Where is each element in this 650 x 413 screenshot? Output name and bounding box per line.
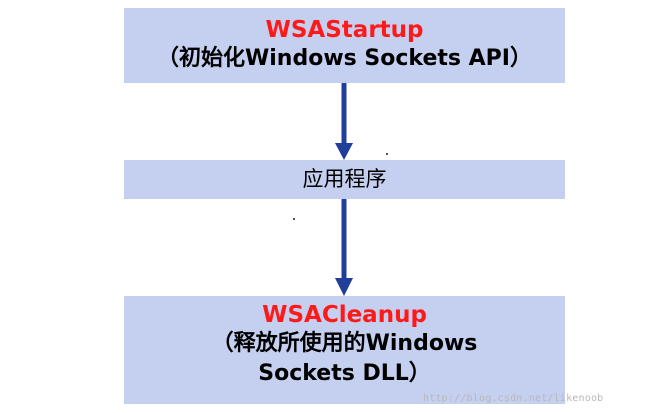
application-box: 应用程序 — [124, 160, 565, 199]
arrow-startup-to-app — [335, 83, 353, 160]
stray-dot — [293, 218, 295, 220]
wsacleanup-subtitle-line-2: Sockets DLL） — [258, 361, 431, 386]
watermark-text: http://blog.csdn.net/likenoob — [423, 393, 604, 404]
wsastartup-subtitle: （初始化Windows Sockets API） — [157, 46, 532, 71]
wsacleanup-box: WSACleanup （释放所使用的Windows Sockets DLL） — [124, 296, 565, 404]
wsastartup-title: WSAStartup — [265, 17, 424, 43]
stray-dot — [386, 153, 388, 155]
wsacleanup-title: WSACleanup — [262, 302, 427, 328]
application-label: 应用程序 — [302, 167, 387, 191]
arrow-app-to-cleanup — [335, 199, 353, 296]
wsacleanup-subtitle-line-1: （释放所使用的Windows — [211, 331, 478, 356]
wsastartup-box: WSAStartup （初始化Windows Sockets API） — [124, 8, 565, 83]
